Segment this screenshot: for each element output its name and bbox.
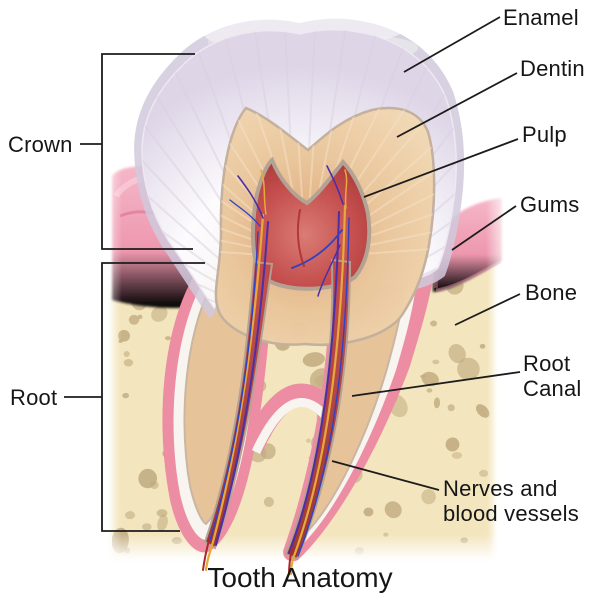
figure-title: Tooth Anatomy [207,562,393,593]
root-canal-shape [203,258,352,561]
label-bone: Bone [525,280,578,305]
label-crown: Crown [8,132,73,157]
label-dentin: Dentin [520,56,585,81]
label-root-canal: Root Canal [523,351,582,401]
pulp-shape [250,156,372,291]
label-nerves: Nerves and blood vessels [443,476,579,526]
leader-line-gums [451,205,517,251]
leader-line-nerves [331,460,440,491]
right-edge-fade [486,170,510,570]
label-pulp: Pulp [522,122,567,147]
annotation-lines [64,16,521,532]
label-root: Root [10,385,58,410]
label-gums: Gums [520,192,580,217]
leader-line-bone [454,293,521,326]
left-edge-fade [96,150,122,570]
crown-bracket [101,53,195,250]
label-enamel: Enamel [503,5,579,30]
leader-line-dentin [396,72,518,138]
leader-line-root-canal [351,371,521,397]
leader-line-pulp [363,138,519,198]
nerve-fibers [202,165,350,576]
leader-line-enamel [403,16,501,73]
